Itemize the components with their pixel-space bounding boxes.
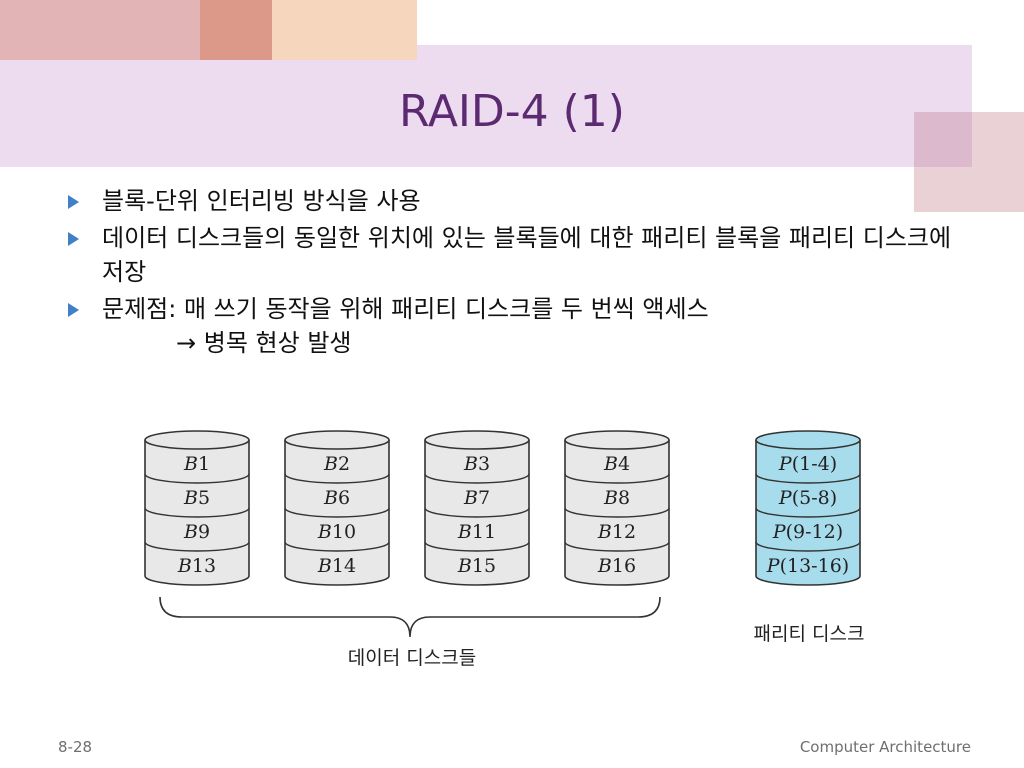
disk-separator: [755, 507, 861, 518]
block-label: B11: [457, 521, 496, 543]
disk-separator: [564, 507, 670, 518]
disk-separator: [564, 473, 670, 484]
block-label: B9: [183, 521, 210, 543]
block-label: B1: [183, 453, 210, 475]
disk-top: [755, 430, 861, 450]
bullet-text: 데이터 디스크들의 동일한 위치에 있는 블록들에 대한 패리티 블록을 패리티…: [102, 224, 952, 286]
data-disks-label: 데이터 디스크들: [348, 647, 476, 669]
bullet-item: 문제점: 매 쓰기 동작을 위해 패리티 디스크를 두 번씩 액세스 → 병목 …: [64, 292, 964, 360]
disk-separator: [284, 473, 390, 484]
disk-separator: [564, 541, 670, 552]
bullet-item: 블록-단위 인터리빙 방식을 사용: [64, 184, 964, 218]
disk-top: [284, 430, 390, 450]
disk-separator: [424, 473, 530, 484]
block-label: B13: [177, 555, 216, 577]
disk-separator: [284, 507, 390, 518]
bullet-item: 데이터 디스크들의 동일한 위치에 있는 블록들에 대한 패리티 블록을 패리티…: [64, 221, 964, 289]
bullet-triangle-icon: [68, 195, 79, 209]
block-label: B8: [603, 487, 630, 509]
disk-separator: [424, 507, 530, 518]
disk-top: [564, 430, 670, 450]
block-label: P(9-12): [772, 521, 843, 543]
block-label: B14: [317, 555, 356, 577]
disk-top: [144, 430, 250, 450]
block-label: B10: [317, 521, 356, 543]
disk-separator: [144, 541, 250, 552]
disk-separator: [144, 507, 250, 518]
bullet-text: 문제점: 매 쓰기 동작을 위해 패리티 디스크를 두 번씩 액세스: [102, 295, 709, 323]
disk-top: [424, 430, 530, 450]
data-disks-brace: [159, 596, 661, 638]
title-band: [0, 45, 972, 167]
disk-body: [144, 440, 250, 586]
disk-separator: [144, 473, 250, 484]
disk-body: [424, 440, 530, 586]
block-label: B16: [597, 555, 636, 577]
disk-separator: [284, 541, 390, 552]
decor-block: [272, 0, 417, 60]
block-label: P(1-4): [778, 453, 837, 475]
decor-block: [0, 0, 200, 60]
footer-course-name: Computer Architecture: [799, 738, 971, 756]
disk-separator: [424, 541, 530, 552]
bullet-triangle-icon: [68, 232, 79, 246]
block-label: B6: [323, 487, 350, 509]
disk-group: B1B5B9B13B2B6B10B14B3B7B11B15B4B8B12B16P…: [144, 430, 861, 586]
block-label: P(5-8): [778, 487, 837, 509]
block-label: B15: [457, 555, 496, 577]
disk-body: [755, 440, 861, 586]
disk-body: [284, 440, 390, 586]
slide-number: 8-28: [58, 738, 93, 756]
block-label: B4: [603, 453, 630, 475]
parity-disk-label: 패리티 디스크: [754, 623, 865, 645]
block-label: B5: [183, 487, 210, 509]
parity-disk: P(1-4) P(5-8) P(9-12) P(13-16): [755, 430, 861, 586]
bullet-text: 블록-단위 인터리빙 방식을 사용: [102, 187, 421, 215]
block-label: B7: [463, 487, 490, 509]
slide-title: RAID-4 (1): [399, 86, 625, 137]
block-label: B2: [323, 453, 350, 475]
bullet-triangle-icon: [68, 303, 79, 317]
disk-separator: [755, 473, 861, 484]
decor-block: [200, 0, 272, 60]
block-label: B3: [463, 453, 490, 475]
bullet-list: 블록-단위 인터리빙 방식을 사용 데이터 디스크들의 동일한 위치에 있는 블…: [64, 184, 964, 363]
arrow-icon: →: [176, 329, 197, 357]
block-label: P(13-16): [766, 555, 849, 577]
decor-block: [914, 112, 972, 167]
bullet-subtext: 병목 현상 발생: [203, 329, 352, 357]
block-label: B12: [597, 521, 636, 543]
disk-body: [564, 440, 670, 586]
disk-separator: [755, 541, 861, 552]
bullet-subline: → 병목 현상 발생: [102, 326, 964, 360]
